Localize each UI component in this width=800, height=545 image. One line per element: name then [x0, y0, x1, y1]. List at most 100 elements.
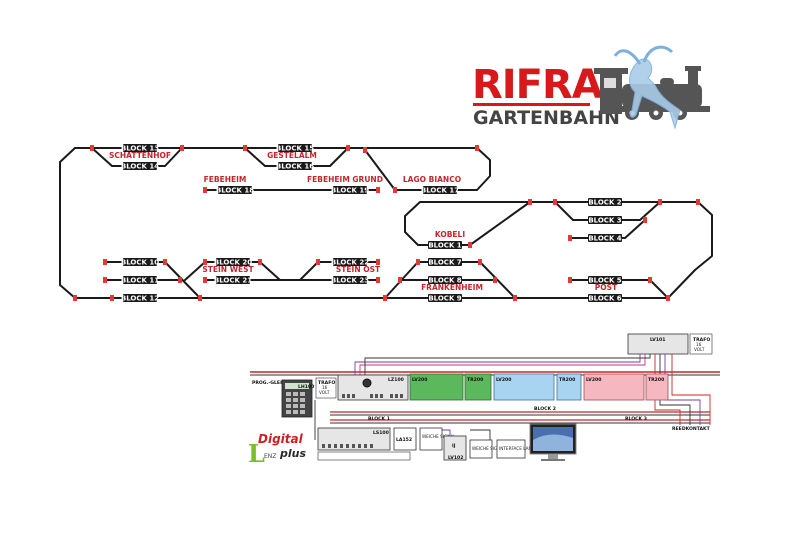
turnout-marker	[203, 259, 207, 265]
block-label-bg	[123, 294, 157, 302]
turnout-marker	[475, 145, 479, 151]
block-label-text: BLOCK 15	[276, 145, 314, 153]
block-label: BLOCK 6	[588, 294, 622, 303]
wiring-block1: BLOCK 1	[368, 416, 390, 422]
block-label-bg	[278, 144, 312, 152]
rifra-logo: RIFRA GARTENBAHN	[472, 45, 710, 130]
block-label-text: BLOCK 21	[214, 277, 252, 285]
turnout-marker	[346, 145, 350, 151]
turnout-marker	[568, 235, 572, 241]
computer-monitor-icon	[529, 423, 577, 461]
turnout-marker	[163, 259, 167, 265]
station-name: FEBEHEIM GRUND	[307, 175, 383, 184]
block-label: BLOCK 23	[331, 276, 369, 285]
turnout-markers	[73, 145, 700, 301]
tr200-box-2	[556, 373, 582, 401]
turnout-marker	[658, 199, 662, 205]
trafo-top-16: 16	[696, 342, 702, 347]
tr200-box-1	[464, 373, 492, 401]
lv200-box-3	[583, 373, 645, 401]
track-right-main	[529, 201, 713, 271]
station-name: STEIN OST	[336, 265, 381, 274]
turnout-marker	[258, 259, 262, 265]
block-label-text: BLOCK 7	[428, 259, 461, 267]
block-label-text: BLOCK 19	[331, 187, 369, 195]
trafo-top-label: TRAFO	[693, 337, 710, 343]
tr200-label-2: TR200	[559, 377, 575, 383]
trafo-left-label: TRAFO	[318, 380, 335, 386]
lv200-label-2: LV200	[496, 377, 511, 383]
block-label-bg	[216, 276, 250, 284]
ibex-icon	[613, 45, 681, 130]
block-label: BLOCK 15	[276, 144, 314, 153]
block-label-text: BLOCK 8	[428, 277, 461, 285]
turnout-marker	[648, 277, 652, 283]
block-label-bg	[123, 276, 157, 284]
lz100-label: LZ100	[388, 377, 404, 383]
turnout-marker	[110, 295, 114, 301]
turnout-marker	[398, 277, 402, 283]
turnout-marker	[393, 187, 397, 193]
station-name: LAGO BIANCO	[403, 175, 461, 184]
block-label: BLOCK 10	[121, 258, 159, 267]
turnout-marker	[493, 277, 497, 283]
block-label: BLOCK 12	[121, 294, 159, 303]
tr200-label-1: TR200	[467, 377, 483, 383]
station-name: SCHATTENHOF	[109, 151, 171, 160]
station-name: GESTELALM	[267, 151, 317, 160]
block-label-bg	[218, 186, 252, 194]
lv200-label-3: LV200	[586, 377, 601, 383]
la152-box	[393, 427, 417, 451]
prog-gleis-label: PROG.-GLEIS	[252, 380, 285, 386]
turnout-marker	[468, 242, 472, 248]
tr200-box-3	[645, 373, 669, 401]
block-label-text: BLOCK 2	[588, 199, 621, 207]
block-label: BLOCK 21	[214, 276, 252, 285]
block-label-bg	[423, 186, 457, 194]
block-label-bg	[428, 276, 462, 284]
block-label: BLOCK 11	[121, 276, 159, 285]
block-label-text: BLOCK 14	[121, 163, 159, 171]
block-label: BLOCK 20	[214, 258, 252, 267]
block-label-text: BLOCK 23	[331, 277, 369, 285]
block-label-text: BLOCK 13	[121, 145, 159, 153]
lv102-label: LV102	[448, 455, 463, 461]
block-label-bg	[428, 294, 462, 302]
station-name: FRANKENHEIM	[421, 283, 483, 292]
weiche-signal-label-1: WEICHE SIGNAL	[422, 434, 456, 439]
digital-plus-digital: Digital	[258, 432, 304, 446]
block-label: BLOCK 9	[428, 294, 462, 303]
block-label: BLOCK 1	[428, 241, 462, 250]
turnout-marker	[666, 295, 670, 301]
turnout-marker	[643, 217, 647, 223]
turnout-marker	[553, 199, 557, 205]
track-outer-left	[59, 147, 696, 299]
reedkontakt-label: REEDKONTAKT	[672, 426, 711, 432]
block-label-bg	[588, 276, 622, 284]
digital-plus-logo: L Digital plus ENZ	[248, 432, 306, 468]
digital-plus-plus: plus	[279, 447, 306, 460]
lv200-box-2	[493, 373, 555, 401]
interface-label: INTERFACE LAN/USB	[499, 446, 542, 451]
turnout-marker	[203, 187, 207, 193]
block-label-bg	[123, 144, 157, 152]
block-label-bg	[588, 234, 622, 242]
wiring-diagram: PROG.-GLEIS LV101 TRAFO 16 VOLT	[250, 333, 720, 461]
lh100-label: LH100	[298, 384, 314, 390]
digital-plus-l-mark: L	[248, 439, 265, 468]
block-label-text: BLOCK 10	[121, 259, 159, 267]
block-label-text: BLOCK 4	[588, 235, 621, 243]
station-name: POST	[595, 283, 618, 292]
turnout-marker	[178, 277, 182, 283]
block-label-text: BLOCK 16	[276, 163, 314, 171]
block-label: BLOCK 2	[588, 198, 622, 207]
block-label: BLOCK 4	[588, 234, 622, 243]
la152-label: LA152	[396, 437, 412, 443]
turnout-marker	[513, 295, 517, 301]
block-label: BLOCK 13	[121, 144, 159, 153]
turnout-marker	[103, 277, 107, 283]
turnout-marker	[90, 145, 94, 151]
lv200-label-1: LV200	[412, 377, 427, 383]
